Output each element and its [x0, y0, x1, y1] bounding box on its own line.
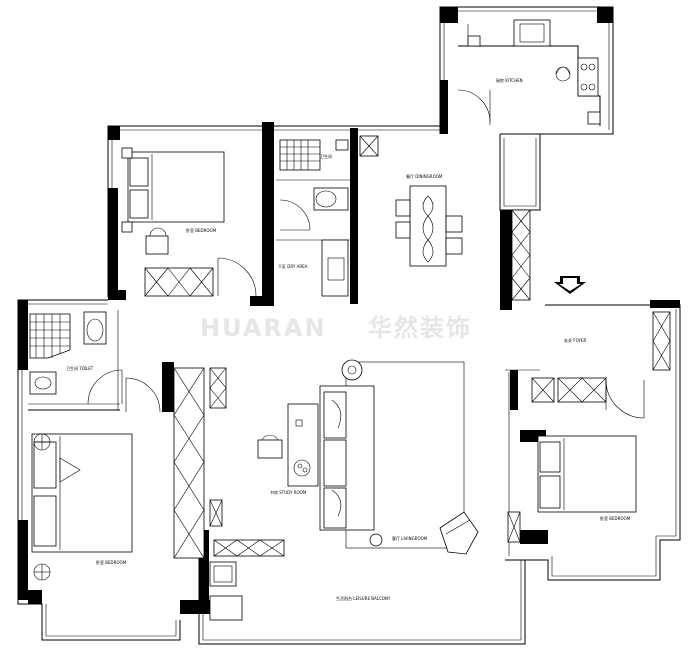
label-balcony: 生活阳台 LEISURE BALCONY	[336, 595, 391, 601]
label-living: 客厅 LIVINGROOM	[392, 535, 428, 541]
bedroom-top	[121, 147, 257, 297]
label-washroom: 卫生间	[320, 153, 332, 159]
study	[209, 403, 319, 621]
label-kitchen: 厨房 KITCHEN	[496, 77, 523, 83]
dry-area	[276, 139, 350, 297]
bedroom-right	[537, 378, 645, 513]
solid-walls	[18, 7, 680, 614]
watermark-chinese: 华然装饰	[368, 314, 472, 342]
label-toilet: 卫生间 TOILET	[66, 365, 94, 371]
room-labels: 厨房 KITCHEN 餐厅 DININGROOM 卧室 BEDROOM 干区 D…	[66, 77, 631, 601]
bedroom-left	[31, 377, 161, 581]
label-bedroom-left: 卧室 BEDROOM	[96, 559, 127, 565]
label-bedroom-top: 卧室 BEDROOM	[186, 227, 217, 233]
cabinets	[144, 135, 671, 559]
label-study: 书房 STUDY ROOM	[270, 489, 307, 495]
label-dry-area: 干区 DRY AREA	[278, 264, 308, 269]
dining	[395, 185, 463, 267]
label-dining: 餐厅 DININGROOM	[406, 173, 443, 179]
label-foyer: 玄关 FOYER	[564, 337, 586, 343]
watermark-latin: HUARAN	[200, 314, 327, 342]
label-bedroom-right: 卧室 BEDROOM	[600, 515, 631, 521]
living	[319, 359, 479, 555]
watermark: HUARAN 华然装饰	[200, 314, 472, 342]
down-arrow-icon	[554, 276, 586, 294]
kitchen	[457, 19, 601, 126]
toilet-room	[28, 310, 123, 411]
